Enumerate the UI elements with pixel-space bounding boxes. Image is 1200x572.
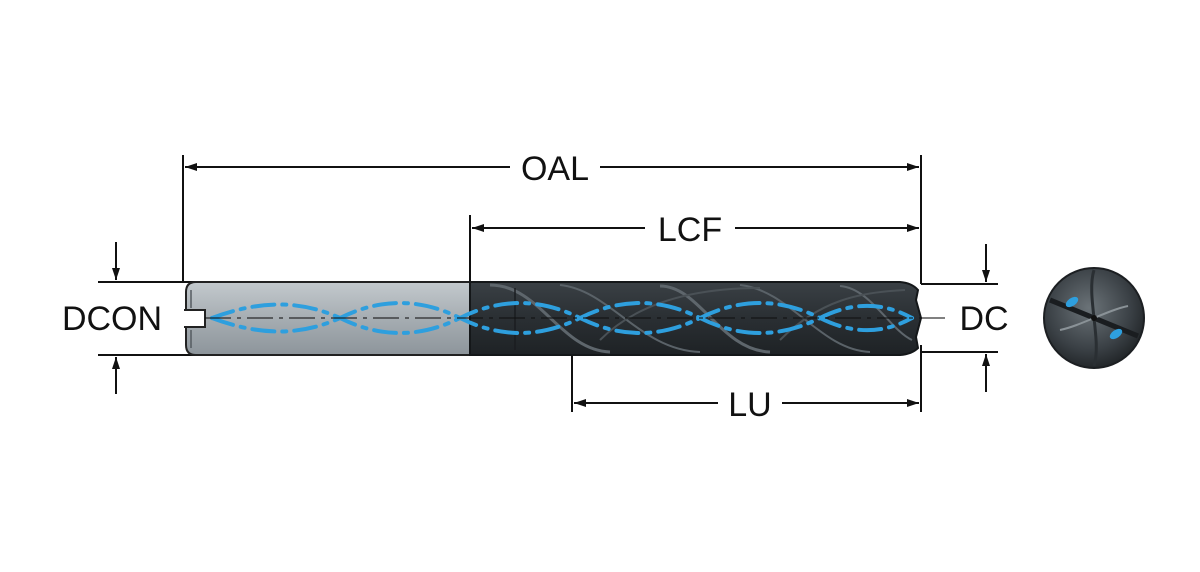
oal-dimension: OAL — [185, 150, 919, 188]
lu-label: LU — [728, 386, 771, 424]
dc-label: DC — [959, 300, 1008, 338]
lcf-label: LCF — [658, 211, 722, 249]
drill-shank — [184, 281, 471, 356]
lcf-dimension: LCF — [472, 211, 919, 249]
oal-label: OAL — [521, 150, 589, 188]
lu-dimension: LU — [574, 386, 919, 424]
dcon-label: DCON — [62, 300, 162, 338]
drill-end-view — [1043, 267, 1145, 369]
